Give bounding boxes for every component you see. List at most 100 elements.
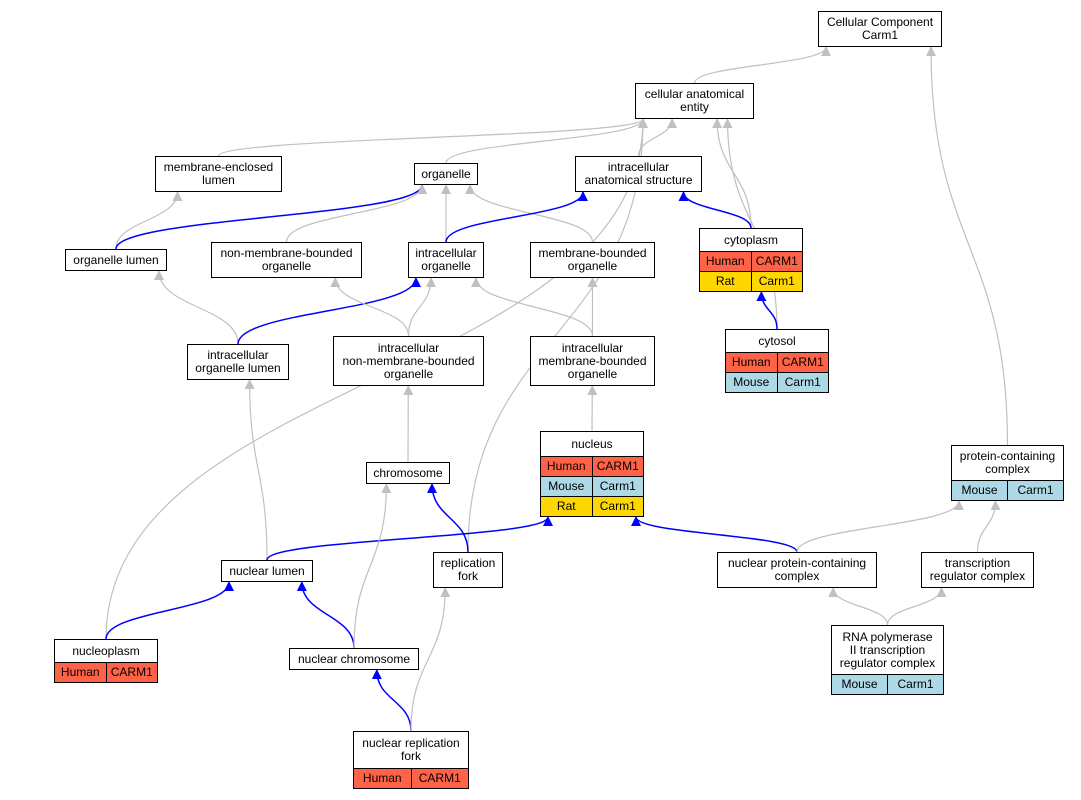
is-a-edge-cytoplasm-to-cellular-anatomical-entity bbox=[712, 118, 752, 229]
species-cell: Human bbox=[55, 663, 106, 682]
term-node-intracellular-organelle-lumen: intracellular organelle lumen bbox=[187, 344, 289, 380]
is-a-edge-intracellular-non-membrane-bounded-organelle-to-non-membrane-bounded-organelle bbox=[330, 277, 410, 337]
is-a-edge-nuclear-replication-fork-to-replication-fork bbox=[410, 587, 451, 732]
part-of-edge-cytoplasm-to-intracellular-anatomical-structure bbox=[678, 191, 752, 229]
term-label: organelle lumen bbox=[73, 252, 159, 267]
term-node-organelle: organelle bbox=[414, 163, 478, 185]
term-label: cellular anatomical entity bbox=[644, 87, 745, 114]
is-a-edge-cellular-anatomical-entity-to-cellular-component bbox=[693, 46, 831, 84]
term-label: protein-containing complex bbox=[959, 449, 1056, 476]
term-node-membrane-bounded-organelle: membrane-bounded organelle bbox=[530, 242, 655, 278]
part-of-edge-intracellular-organelle-to-intracellular-anatomical-structure bbox=[445, 191, 588, 243]
term-node-intracellular-organelle: intracellular organelle bbox=[408, 242, 484, 278]
term-label: cytoplasm bbox=[723, 232, 779, 247]
term-label: Cellular Component Carm1 bbox=[826, 15, 934, 42]
term-node-intracellular-non-membrane-bounded-organelle: intracellular non-membrane-bounded organ… bbox=[333, 336, 484, 386]
is-a-edge-membrane-enclosed-lumen-to-cellular-anatomical-entity bbox=[217, 118, 648, 157]
is-a-edge-rna-pol-ii-complex-to-transcription-regulator-complex bbox=[886, 587, 947, 626]
is-a-edge-organelle-lumen-to-membrane-enclosed-lumen bbox=[115, 191, 183, 250]
term-label: cytosol bbox=[758, 333, 796, 348]
gene-cell: Carm1 bbox=[776, 373, 828, 392]
term-label: nucleoplasm bbox=[72, 643, 140, 658]
part-of-edge-nuclear-replication-fork-to-nuclear-chromosome bbox=[371, 669, 412, 732]
term-node-intracellular-membrane-bounded-organelle: intracellular membrane-bounded organelle bbox=[530, 336, 655, 386]
gene-cell: CARM1 bbox=[750, 252, 802, 271]
term-label: intracellular non-membrane-bounded organ… bbox=[342, 340, 475, 381]
term-node-rna-pol-ii-complex: RNA polymerase II transcription regulato… bbox=[831, 625, 944, 695]
is-a-edge-rna-pol-ii-complex-to-nuclear-protein-containing-complex bbox=[828, 587, 889, 626]
term-label: RNA polymerase II transcription regulato… bbox=[839, 629, 936, 670]
is-a-edge-organelle-to-cellular-anatomical-entity bbox=[445, 118, 648, 164]
species-cell: Mouse bbox=[541, 477, 592, 496]
part-of-edge-replication-fork-to-chromosome bbox=[427, 483, 469, 553]
term-node-nuclear-protein-containing-complex: nuclear protein-containing complex bbox=[717, 552, 877, 588]
is-a-edge-intracellular-membrane-bounded-organelle-to-intracellular-organelle bbox=[471, 277, 594, 337]
term-label: chromosome bbox=[373, 465, 443, 480]
gene-cell: CARM1 bbox=[105, 663, 157, 682]
term-label: nucleus bbox=[571, 436, 613, 451]
species-cell: Human bbox=[726, 353, 777, 372]
species-cell: Rat bbox=[541, 497, 592, 516]
is-a-edge-cytosol-to-cellular-anatomical-entity bbox=[722, 118, 778, 330]
term-label: transcription regulator complex bbox=[929, 556, 1026, 583]
gene-cell: Carm1 bbox=[1007, 481, 1063, 500]
species-cell: Human bbox=[541, 457, 592, 476]
gene-cell: Carm1 bbox=[750, 272, 802, 291]
gene-cell: CARM1 bbox=[410, 769, 468, 788]
is-a-edge-nuclear-protein-containing-complex-to-protein-containing-complex bbox=[796, 500, 964, 553]
is-a-edge-non-membrane-bounded-organelle-to-organelle bbox=[285, 184, 427, 243]
is-a-edge-nuclear-chromosome-to-chromosome bbox=[353, 483, 392, 649]
is-a-edge-intracellular-non-membrane-bounded-organelle-to-intracellular-organelle bbox=[407, 277, 436, 337]
term-node-transcription-regulator-complex: transcription regulator complex bbox=[921, 552, 1034, 588]
part-of-edge-organelle-lumen-to-organelle bbox=[115, 184, 427, 250]
term-label: replication fork bbox=[440, 556, 496, 583]
gene-cell: CARM1 bbox=[591, 457, 643, 476]
term-node-cellular-component: Cellular Component Carm1 bbox=[818, 11, 942, 47]
term-node-cellular-anatomical-entity: cellular anatomical entity bbox=[635, 83, 754, 119]
term-label: membrane-bounded organelle bbox=[538, 246, 647, 273]
species-cell: Mouse bbox=[726, 373, 777, 392]
term-node-non-membrane-bounded-organelle: non-membrane-bounded organelle bbox=[211, 242, 362, 278]
term-label: membrane-enclosed lumen bbox=[163, 160, 274, 187]
term-label: intracellular organelle lumen bbox=[195, 348, 281, 375]
term-node-replication-fork: replication fork bbox=[433, 552, 503, 588]
species-cell: Human bbox=[700, 252, 751, 271]
term-node-nuclear-chromosome: nuclear chromosome bbox=[289, 648, 419, 670]
term-node-nuclear-lumen: nuclear lumen bbox=[221, 560, 313, 582]
term-label: organelle bbox=[421, 166, 471, 181]
part-of-edge-nuclear-lumen-to-nucleus bbox=[266, 516, 553, 561]
gene-cell: CARM1 bbox=[776, 353, 828, 372]
term-label: non-membrane-bounded organelle bbox=[220, 246, 353, 273]
term-label: nuclear chromosome bbox=[297, 651, 411, 666]
part-of-edge-intracellular-organelle-lumen-to-intracellular-organelle bbox=[237, 277, 421, 345]
term-label: intracellular anatomical structure bbox=[584, 160, 693, 187]
term-label: nuclear lumen bbox=[229, 563, 305, 578]
is-a-edge-transcription-regulator-complex-to-protein-containing-complex bbox=[976, 500, 1001, 553]
part-of-edge-nuclear-protein-containing-complex-to-nucleus bbox=[631, 516, 798, 553]
species-cell: Mouse bbox=[952, 481, 1007, 500]
gene-cell: Carm1 bbox=[591, 477, 643, 496]
term-node-membrane-enclosed-lumen: membrane-enclosed lumen bbox=[155, 156, 282, 192]
gene-cell: Carm1 bbox=[887, 675, 943, 694]
is-a-edge-protein-containing-complex-to-cellular-component bbox=[926, 46, 1009, 446]
term-label: nuclear protein-containing complex bbox=[727, 556, 867, 583]
term-node-chromosome: chromosome bbox=[366, 462, 450, 484]
part-of-edge-nuclear-chromosome-to-nuclear-lumen bbox=[296, 581, 355, 649]
species-cell: Rat bbox=[700, 272, 751, 291]
part-of-edge-cytosol-to-cytoplasm bbox=[756, 291, 778, 330]
term-node-organelle-lumen: organelle lumen bbox=[65, 249, 167, 271]
